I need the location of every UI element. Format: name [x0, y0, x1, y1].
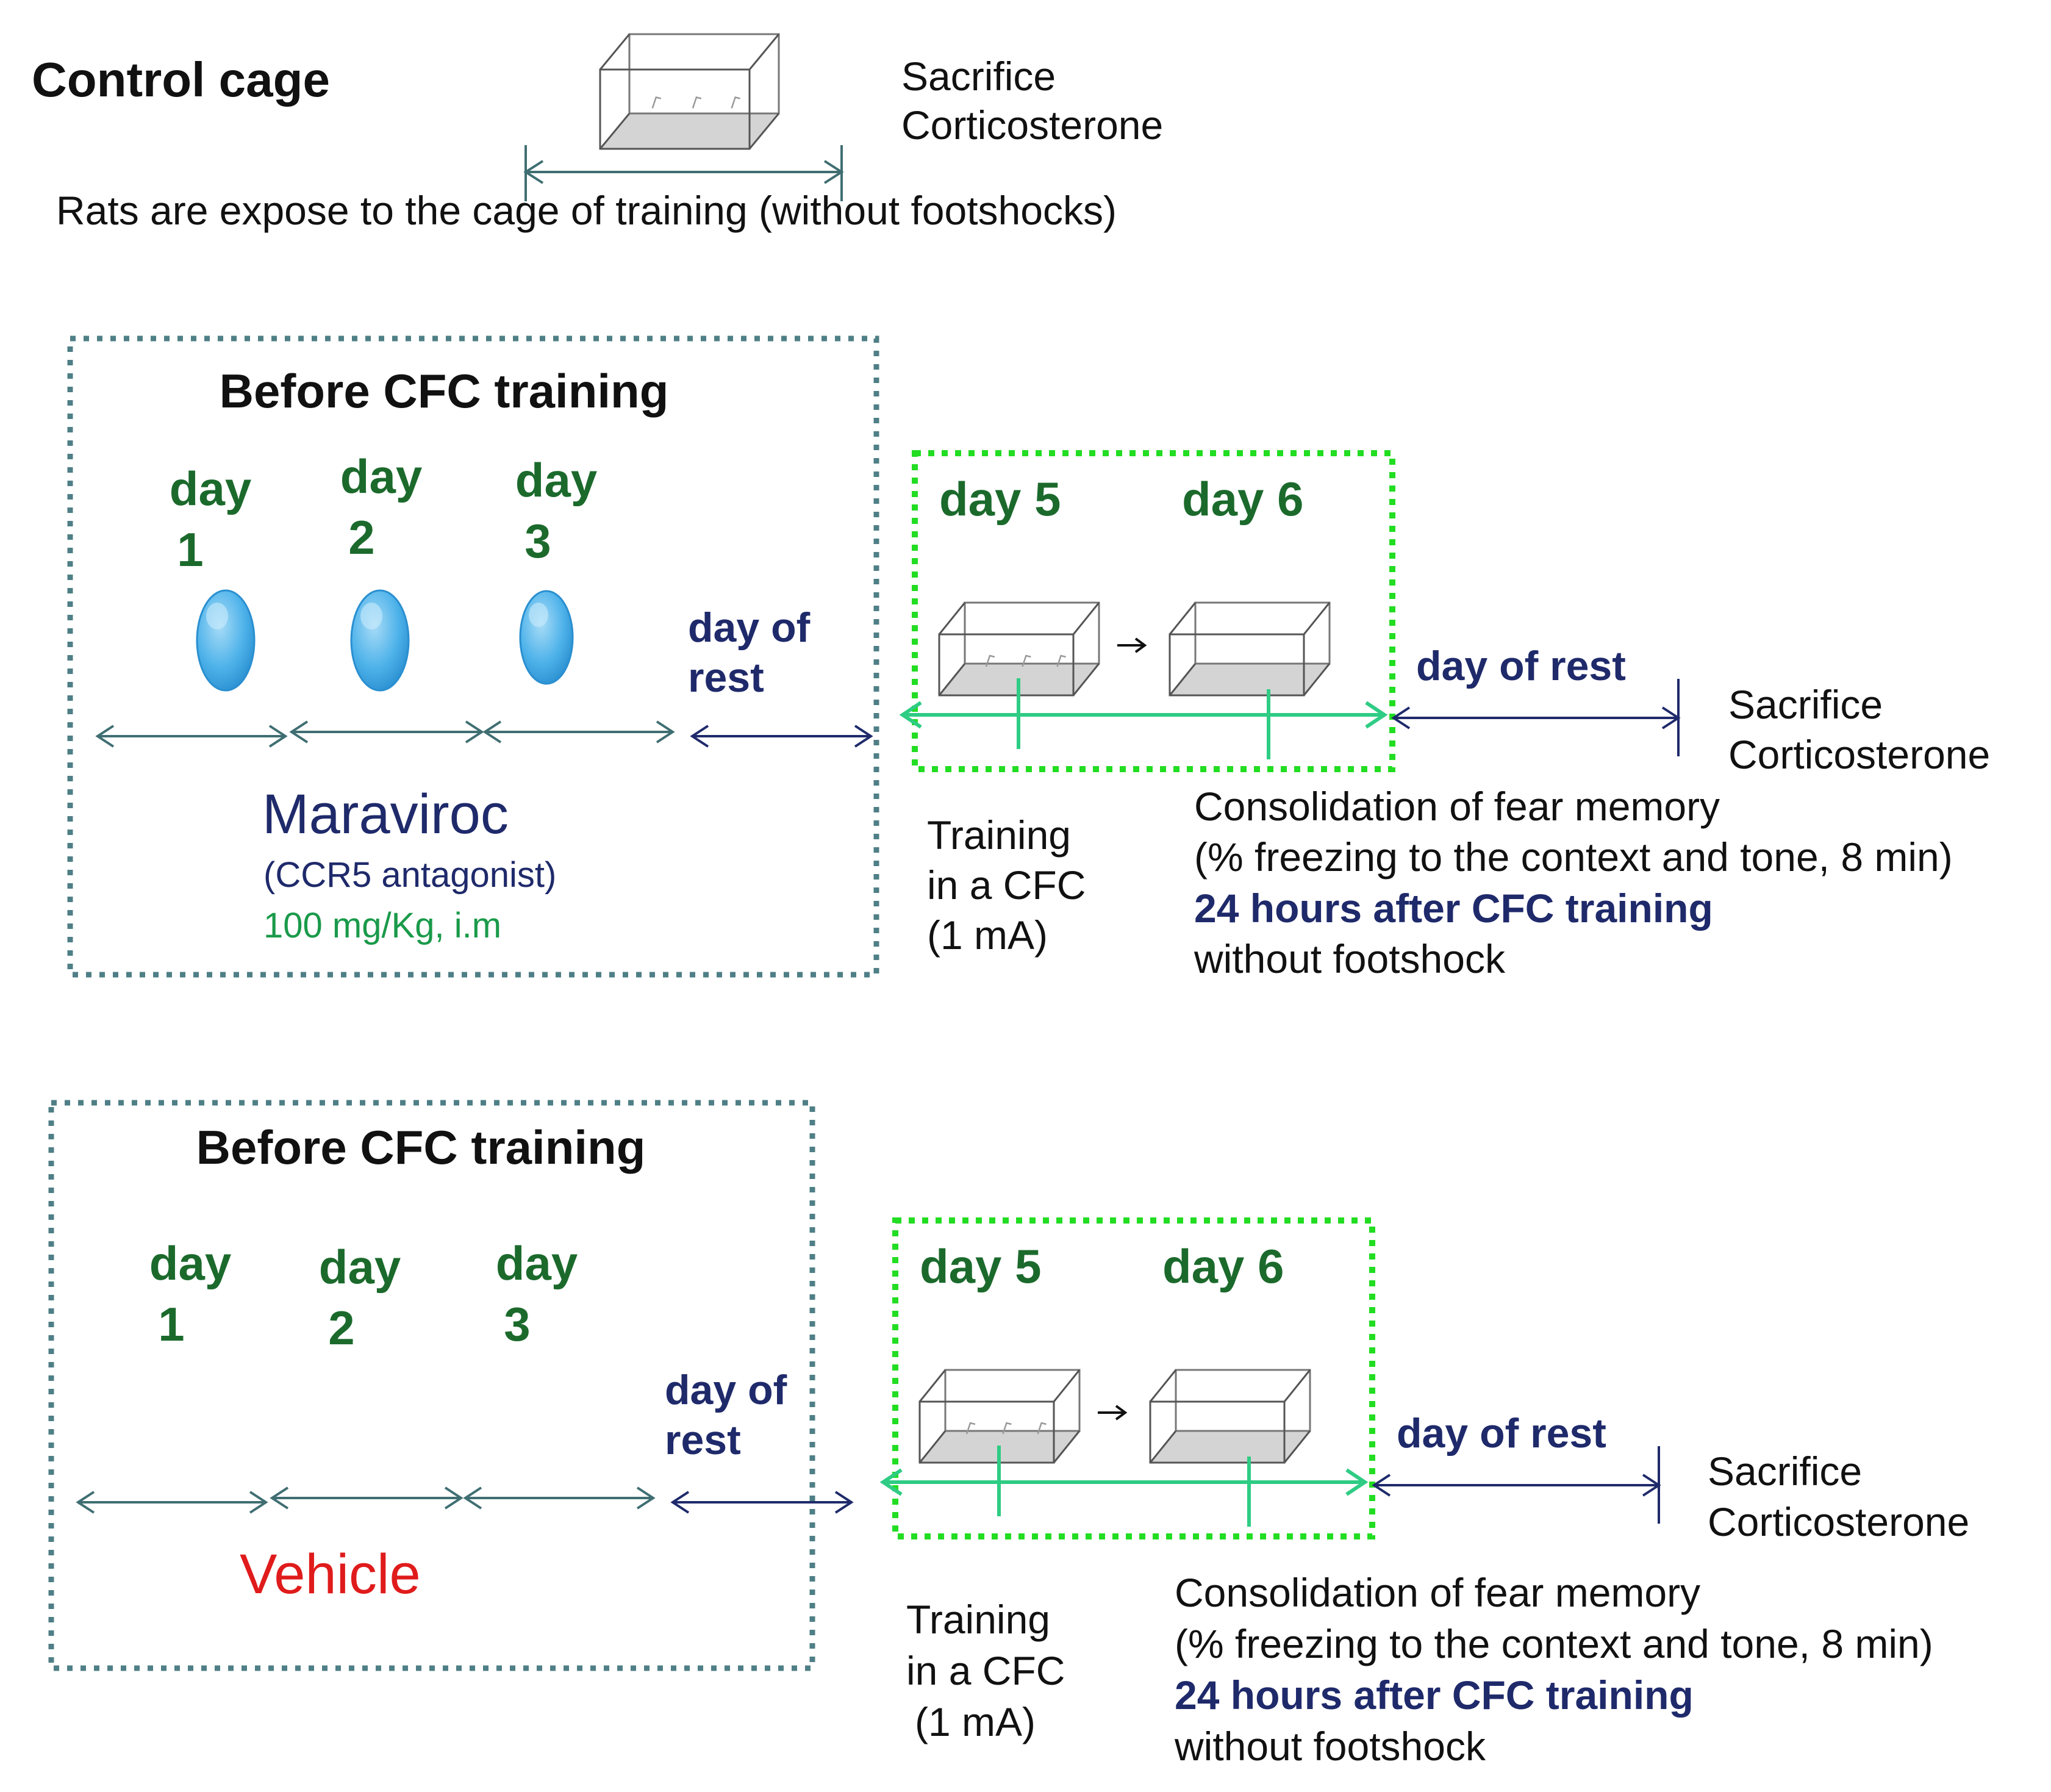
consolidation-note: without footshock: [1174, 1724, 1486, 1769]
cage-icon: [599, 33, 780, 150]
vehicle-panel: Before CFC training day 1 day 2 day 3 da…: [48, 1100, 1969, 1769]
treatment-dose: 100 mg/Kg, i.m: [263, 906, 501, 945]
consolidation-title: Consolidation of fear memory: [1175, 1570, 1700, 1615]
pill-icon: [519, 590, 574, 685]
cfc-testing-box: [912, 450, 1395, 772]
test-cage-icon: [1169, 601, 1331, 697]
day-1-arrow: [95, 725, 288, 748]
rest-day-label: day of rest: [1416, 643, 1626, 689]
arrow-icon: [1098, 1405, 1128, 1421]
treatment-subtitle: (CCR5 antagonist): [263, 855, 556, 895]
pill-icons: [196, 589, 574, 692]
arrow-icon: [1117, 637, 1147, 653]
training-line1: Training: [906, 1597, 1050, 1642]
day-3-label: day: [515, 453, 597, 507]
pretreatment-box: [48, 1100, 815, 1671]
outcome-sacrifice: Sacrifice: [1708, 1449, 1862, 1494]
rest-label-line2: rest: [665, 1417, 741, 1463]
outcome-corticosterone: Corticosterone: [1708, 1499, 1969, 1544]
rest-to-sacrifice-arrow: [1372, 1446, 1661, 1524]
rest-label-line1: day of: [688, 604, 811, 651]
consolidation-title: Consolidation of fear memory: [1194, 784, 1720, 829]
consolidation-timing: 24 hours after CFC training: [1175, 1672, 1694, 1718]
cfc-timeline-arrow: [879, 1446, 1369, 1527]
consolidation-note: without footshock: [1194, 936, 1506, 981]
day-2-number: 2: [328, 1301, 354, 1355]
rest-label-line2: rest: [688, 654, 764, 701]
training-line1: Training: [927, 812, 1071, 858]
training-line2: in a CFC: [906, 1648, 1065, 1693]
control-outcome-sacrifice: Sacrifice: [901, 54, 1056, 99]
cfc-testing-box: [892, 1217, 1375, 1539]
control-duration-arrow: [523, 145, 844, 201]
pretreatment-box: [67, 335, 879, 978]
day-1-label: day: [170, 462, 251, 515]
pretreatment-title: Before CFC training: [220, 364, 669, 418]
consolidation-timing: 24 hours after CFC training: [1194, 886, 1713, 931]
cfc-timeline-arrow: [899, 678, 1388, 759]
day-2-label: day: [340, 450, 422, 503]
day-6-label: day 6: [1162, 1239, 1284, 1293]
day-1-label: day: [149, 1236, 231, 1290]
treatment-name: Vehicle: [240, 1543, 421, 1605]
outcome-sacrifice: Sacrifice: [1728, 682, 1883, 727]
day-3-arrow: [463, 1486, 656, 1510]
rest-day-label: day of rest: [1397, 1410, 1606, 1457]
outcome-corticosterone: Corticosterone: [1728, 732, 1990, 777]
day-3-number: 3: [524, 514, 551, 568]
day-1-number: 1: [177, 523, 203, 576]
rest-label-line1: day of: [665, 1367, 787, 1413]
day-2-number: 2: [348, 511, 374, 564]
rest-day-arrow: [670, 1491, 854, 1514]
pill-icon: [196, 589, 256, 692]
treatment-name: Maraviroc: [262, 783, 509, 845]
day-1-arrow: [76, 1491, 268, 1514]
test-cage-icon: [1149, 1369, 1311, 1464]
training-line2: in a CFC: [927, 862, 1086, 908]
training-line3: (1 mA): [915, 1699, 1036, 1744]
day-3-label: day: [496, 1236, 578, 1290]
consolidation-detail: (% freezing to the context and tone, 8 m…: [1175, 1621, 1933, 1666]
pretreatment-title: Before CFC training: [196, 1120, 646, 1174]
training-line3: (1 mA): [927, 912, 1048, 958]
day-2-label: day: [319, 1240, 401, 1294]
pretreatment-day-arrows: [95, 720, 873, 748]
day-3-number: 3: [504, 1297, 530, 1351]
control-cage-section: Control cage Sacrifice Corticosterone Ra…: [32, 33, 1163, 233]
maraviroc-panel: Before CFC training day 1 day 2 day 3 da…: [67, 335, 1990, 981]
day-5-label: day 5: [920, 1239, 1041, 1293]
rest-day-arrow: [690, 725, 873, 748]
rest-to-sacrifice-arrow: [1391, 679, 1681, 756]
pretreatment-day-arrows: [76, 1486, 854, 1514]
day-3-arrow: [482, 720, 675, 744]
pill-icon: [350, 589, 410, 692]
day-2-arrow: [289, 720, 484, 744]
day-1-number: 1: [158, 1297, 184, 1351]
consolidation-detail: (% freezing to the context and tone, 8 m…: [1194, 834, 1953, 880]
day-6-label: day 6: [1182, 472, 1303, 526]
control-cage-title: Control cage: [32, 52, 330, 107]
day-2-arrow: [270, 1486, 464, 1510]
day-5-label: day 5: [939, 472, 1061, 526]
control-outcome-corticosterone: Corticosterone: [901, 102, 1163, 148]
control-description: Rats are expose to the cage of training …: [56, 188, 1117, 233]
